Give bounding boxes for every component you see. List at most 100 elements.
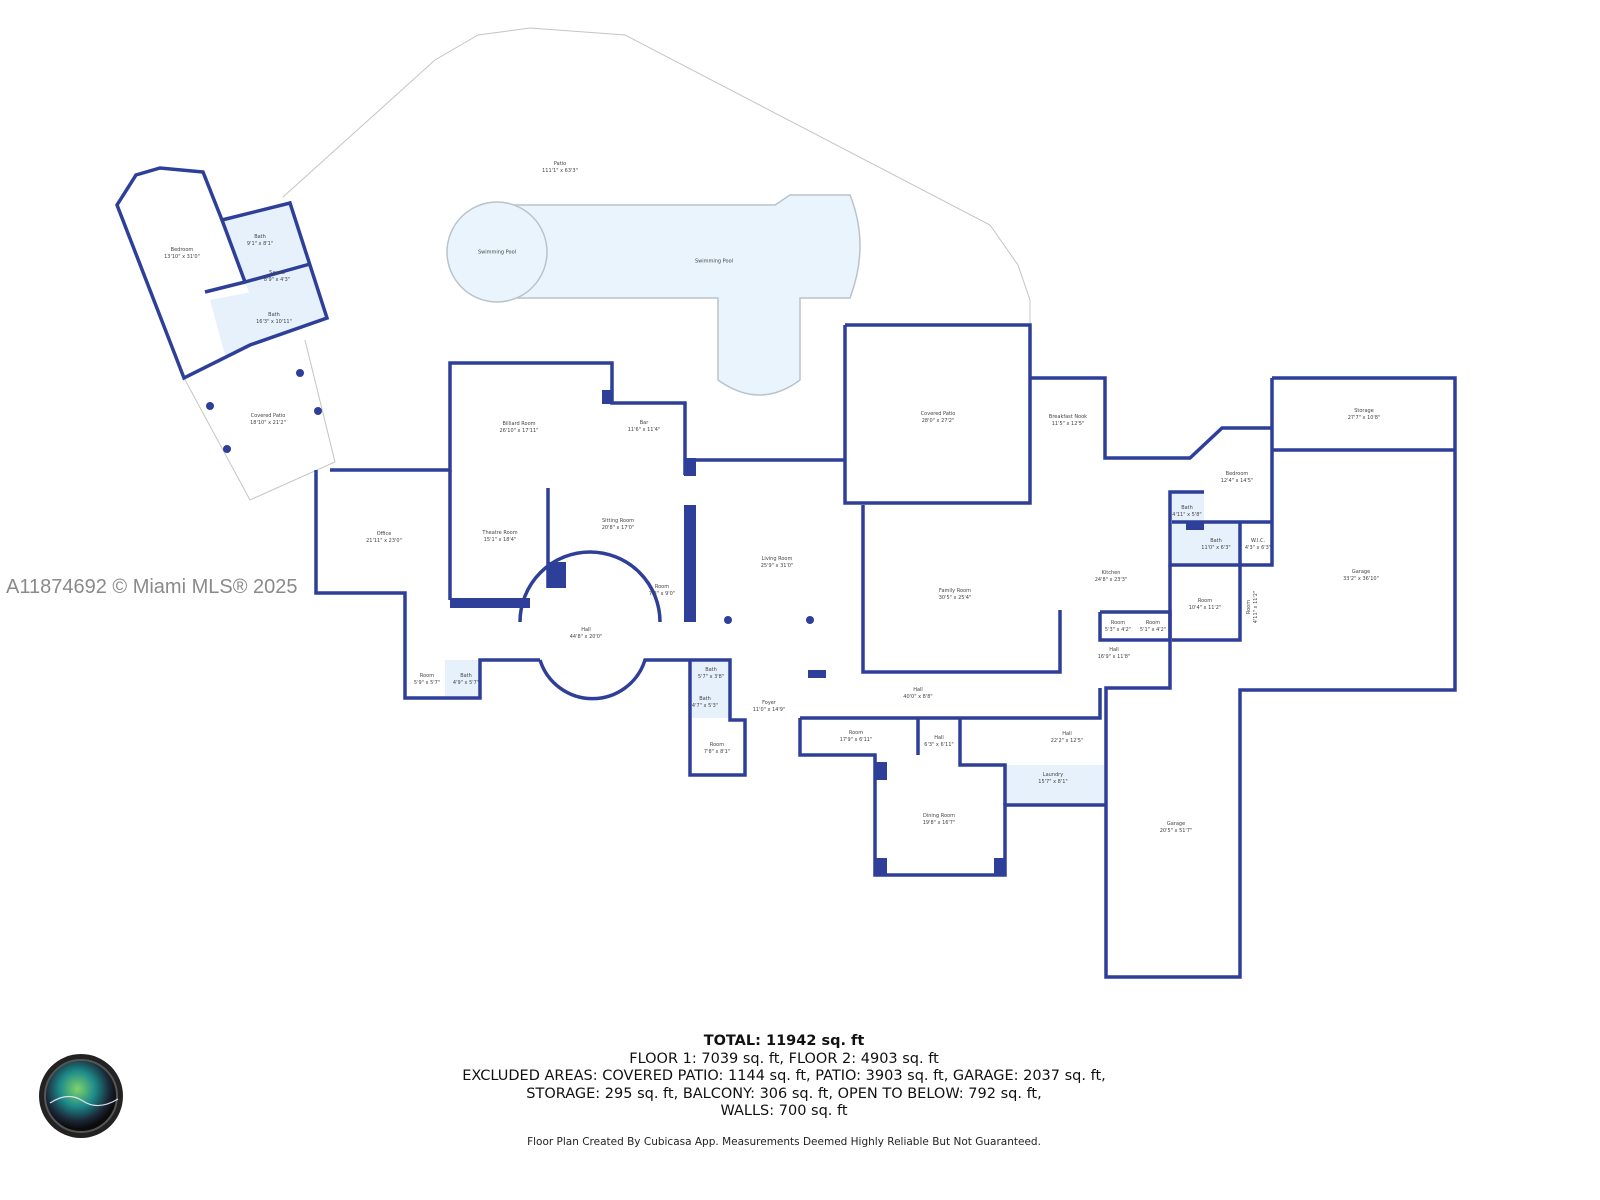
room-label: Swimming Pool <box>695 259 733 266</box>
room-name: Hall <box>1109 647 1119 653</box>
camera-lens-logo <box>39 1054 123 1138</box>
room-dimensions: 4'3" x 6'3" <box>1244 545 1272 551</box>
room-name: Swimming Pool <box>477 249 517 256</box>
room-dimensions: 4'11" x 11'2" <box>1253 590 1259 624</box>
room-name: Hall <box>913 687 923 693</box>
room-dimensions: 10'4" x 11'2" <box>1188 605 1222 611</box>
excluded-areas-line-2: STORAGE: 295 sq. ft, BALCONY: 306 sq. ft… <box>526 1085 1042 1102</box>
wet-areas <box>210 203 1240 805</box>
room-dimensions: 24'8" x 23'3" <box>1094 577 1128 583</box>
room-dimensions: 33'2" x 36'10" <box>1343 576 1379 582</box>
swimming-pool <box>446 194 861 396</box>
room-dimensions: 20'8" x 17'0" <box>601 525 635 531</box>
room-dimensions: 11'0" x 6'3" <box>1201 545 1231 551</box>
room-name: Room <box>1246 599 1252 615</box>
room-name: Bath <box>699 696 711 702</box>
room-name: Room <box>709 742 725 748</box>
room-name: Foyer <box>762 700 776 706</box>
room-dimensions: 27'7" x 10'8" <box>1347 415 1381 421</box>
room-name: Room <box>848 730 864 736</box>
room-name: Sitting Room <box>601 518 635 524</box>
room-name: Breakfast Nook <box>1048 414 1088 420</box>
room-dimensions: 5'1" x 4'2" <box>1139 627 1167 633</box>
room-dimensions: 11'5" x 12'5" <box>1051 421 1085 427</box>
room-dimensions: 5'9" x 5'7" <box>413 680 441 686</box>
mls-watermark: A11874692 © Miami MLS® 2025 <box>6 576 298 598</box>
room-dimensions: 11'6" x 11'4" <box>627 427 661 433</box>
room-name: W.I.C. <box>1250 538 1266 544</box>
room-dimensions: 9'1" x 8'1" <box>246 241 274 247</box>
room-dimensions: 15'1" x 18'4" <box>483 537 517 543</box>
room-name: Room <box>1197 598 1213 604</box>
room-dimensions: 8'9" x 4'3" <box>263 277 291 283</box>
room-name: Room <box>1110 620 1126 626</box>
floor-areas: FLOOR 1: 7039 sq. ft, FLOOR 2: 4903 sq. … <box>629 1050 939 1067</box>
room-name: Swimming Pool <box>694 258 734 265</box>
room-label: W.I.C.4'3" x 6'3" <box>1245 538 1271 552</box>
room-label: Swimming Pool <box>478 250 516 257</box>
room-dimensions: 5'7" x 3'8" <box>697 674 725 680</box>
room-dimensions: 11'0" x 14'9" <box>752 707 786 713</box>
room-name: Bar <box>639 420 649 426</box>
total-area: TOTAL: 11942 sq. ft <box>703 1033 865 1049</box>
room-dimensions: 19'8" x 16'7" <box>922 820 956 826</box>
room-name: Hall <box>934 735 944 741</box>
room-name: Storage <box>1354 408 1374 414</box>
room-name: Room <box>654 584 670 590</box>
room-dimensions: 111'1" x 63'3" <box>542 168 578 174</box>
room-name: Bath <box>1181 505 1193 511</box>
area-summary: TOTAL: 11942 sq. ft FLOOR 1: 7039 sq. ft… <box>0 1033 1568 1121</box>
room-dimensions: 7'8" x 8'1" <box>703 749 731 755</box>
room-dimensions: 22'2" x 12'5" <box>1050 738 1084 744</box>
walls-area: WALLS: 700 sq. ft <box>720 1103 848 1119</box>
room-dimensions: 7'8" x 9'0" <box>648 591 676 597</box>
room-dimensions: 16'9" x 11'8" <box>1097 654 1131 660</box>
room-dimensions: 15'7" x 8'1" <box>1038 779 1068 785</box>
room-name: Hall <box>1062 731 1072 737</box>
room-name: Sauna <box>269 270 285 276</box>
room-dimensions: 12'4" x 14'5" <box>1220 478 1254 484</box>
patio-outline <box>183 27 1031 501</box>
room-dimensions: 30'5" x 25'4" <box>938 595 972 601</box>
room-name: Bedroom <box>170 247 194 253</box>
room-dimensions: 26'10" x 17'11" <box>499 428 539 434</box>
room-name: Hall <box>581 627 591 633</box>
room-dimensions: 4'11" x 5'8" <box>1172 512 1202 518</box>
room-name: Kitchen <box>1101 570 1121 576</box>
room-name: Bedroom <box>1225 471 1249 477</box>
room-dimensions: 40'0" x 8'8" <box>903 694 933 700</box>
room-dimensions: 21'11" x 23'0" <box>366 538 402 544</box>
room-name: Family Room <box>939 588 971 594</box>
excluded-areas-line-1: EXCLUDED AREAS: COVERED PATIO: 1144 sq. … <box>462 1068 1106 1084</box>
room-dimensions: 18'10" x 21'2" <box>250 420 286 426</box>
room-name: Laundry <box>1042 772 1064 778</box>
